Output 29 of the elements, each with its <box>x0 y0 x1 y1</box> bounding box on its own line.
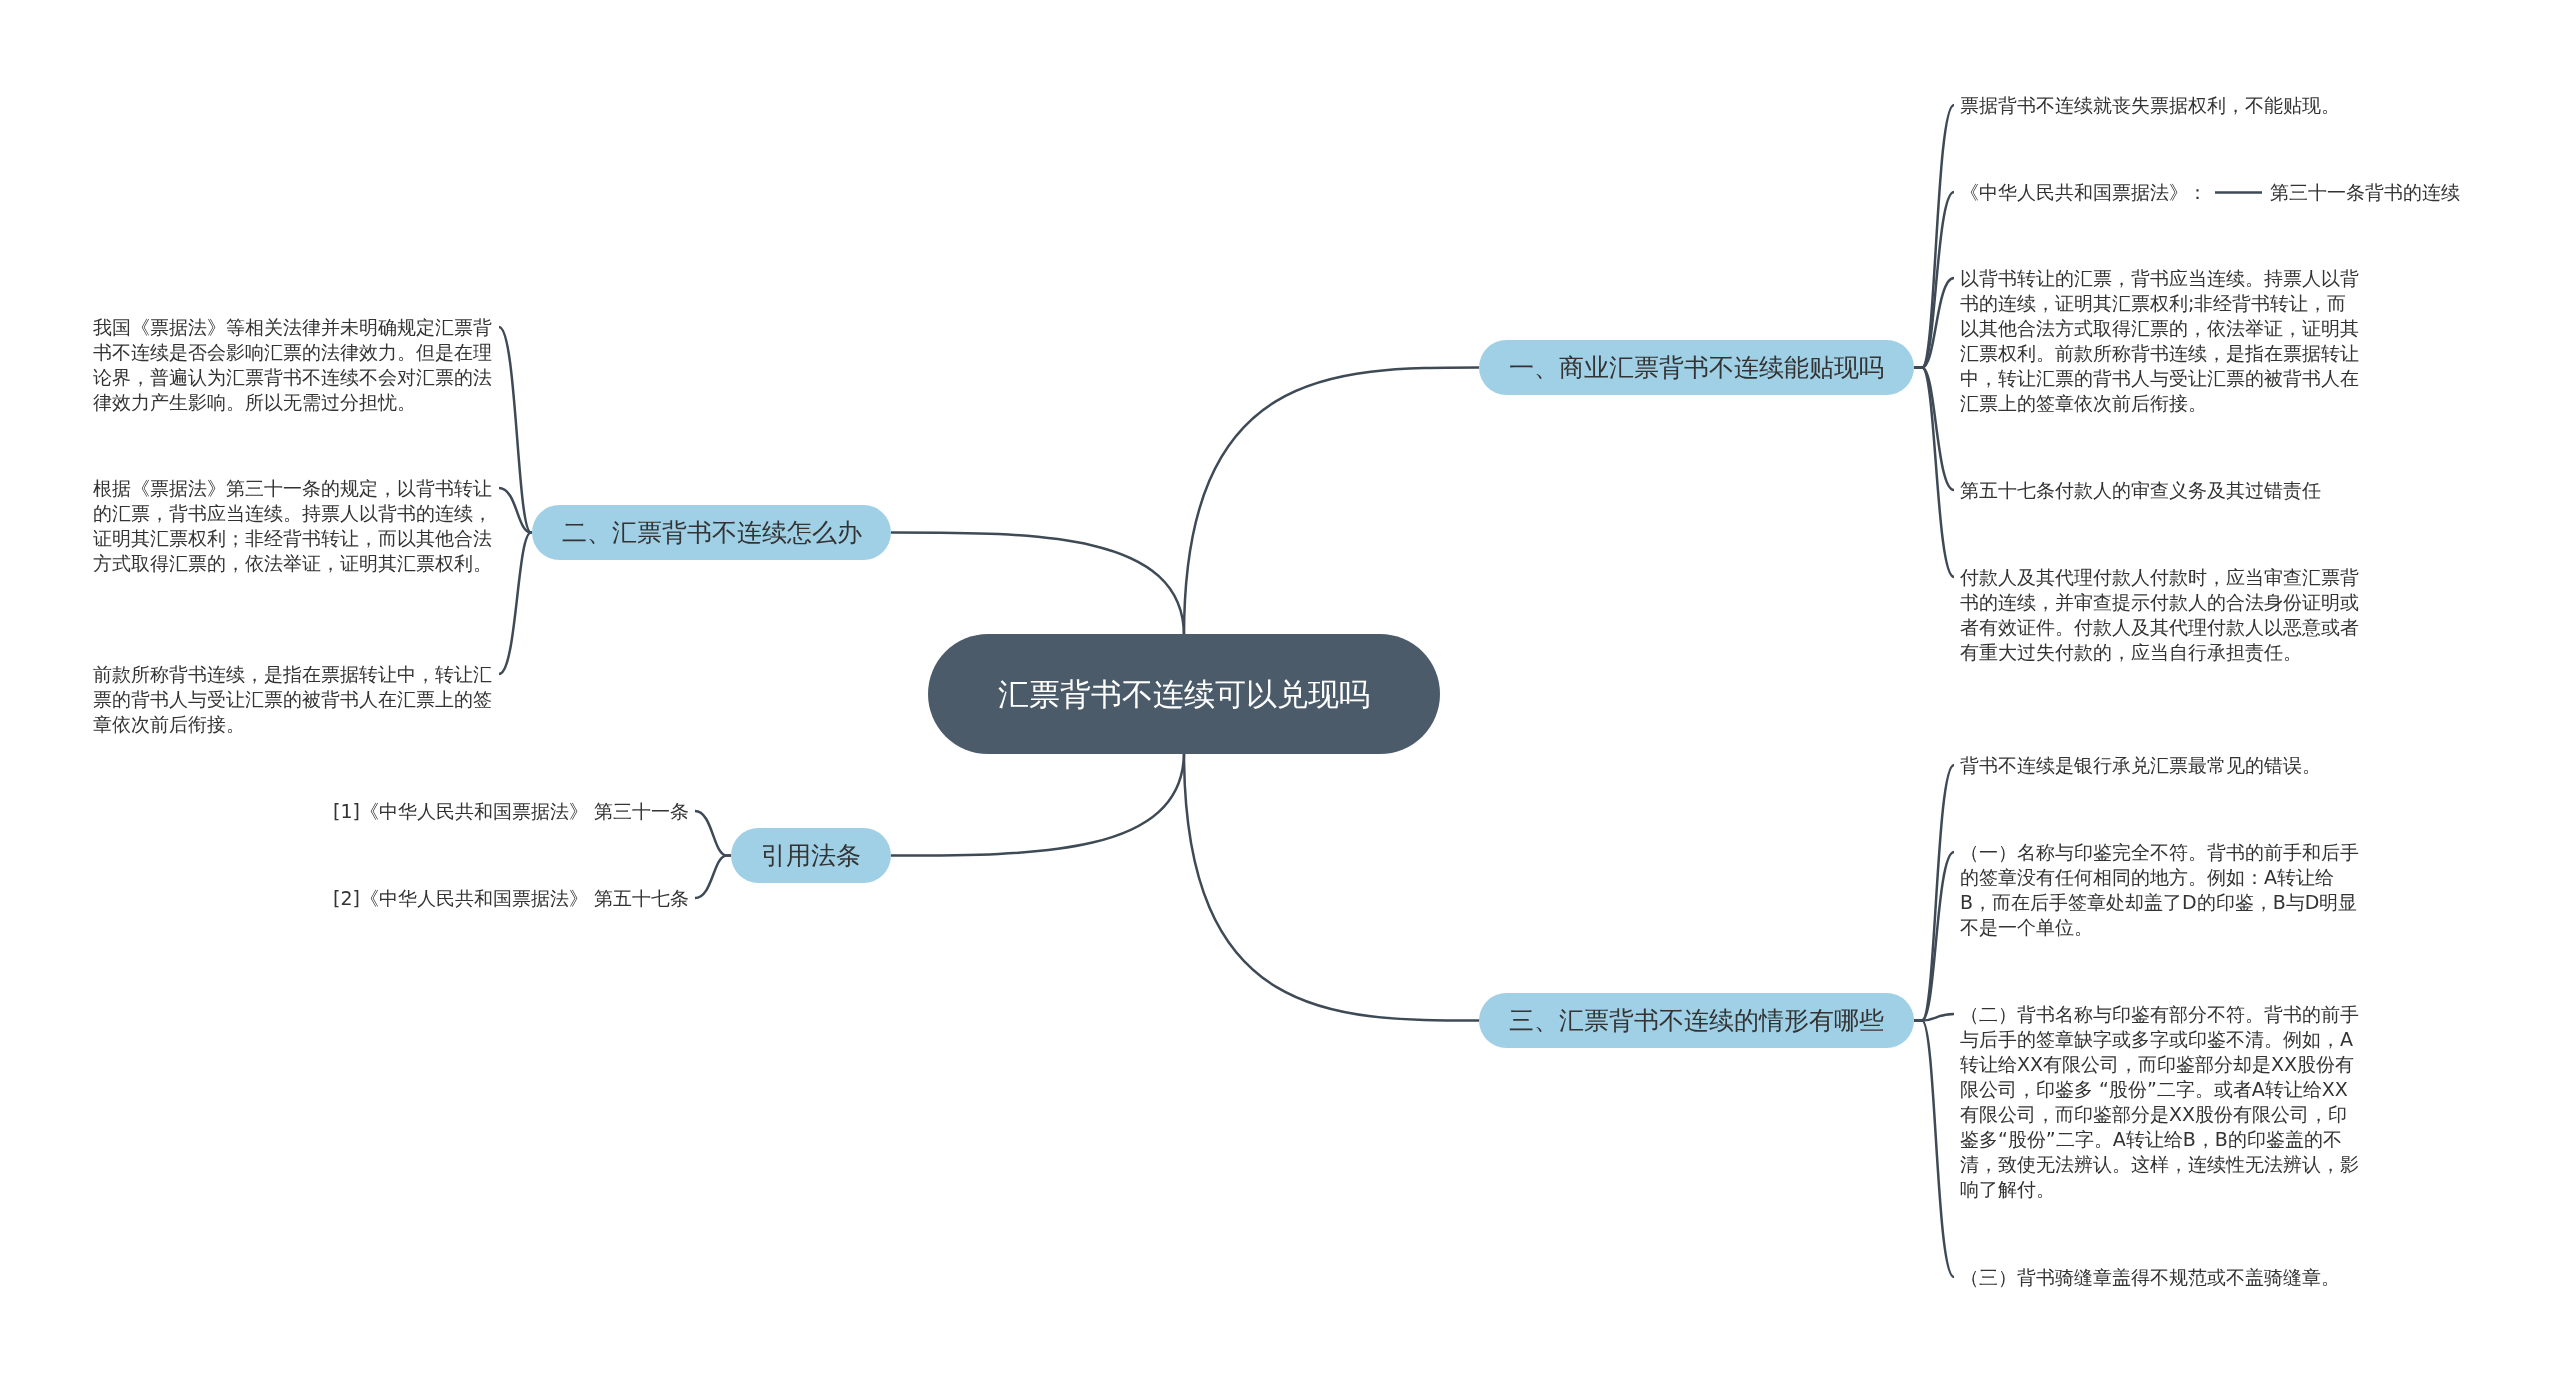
topic-text: 第三十一条背书的连续 <box>2270 180 2460 205</box>
connector-line <box>1914 1019 1955 1278</box>
connector-line <box>498 326 533 534</box>
topic-text: 背书不连续是银行承兑汇票最常见的错误。 <box>1960 753 2321 778</box>
connector-line <box>1914 366 1955 578</box>
topic-text: [2]《中华人民共和国票据法》 第五十七条 <box>333 886 689 911</box>
topic-text: 付款人及其代理付款人付款时，应当审查汇票背书的连续，并审查提示付款人的合法身份证明或者有效证件。付款人及其代理付款人以恶意或者有重大过失付款的，应当自行承担责任。 <box>1960 565 2360 665</box>
connector-line <box>891 531 1186 637</box>
topic-text: 第五十七条付款人的审查义务及其过错责任 <box>1960 478 2321 503</box>
connector-line <box>498 531 533 676</box>
topic-pill: 一、商业汇票背书不连续能贴现吗 <box>1479 340 1914 395</box>
topic-text: 我国《票据法》等相关法律并未明确规定汇票背书不连续是否会影响汇票的法律效力。但是在理论界，普遍认为汇票背书不连续不会对汇票的法律效力产生影响。所以无需过分担忧。 <box>93 315 493 415</box>
connector-line <box>1182 751 1479 1022</box>
connector-line <box>498 486 533 534</box>
topic-text: 《中华人民共和国票据法》： <box>1960 180 2207 205</box>
topic-text: （二）背书名称与印鉴有部分不符。背书的前手与后手的签章缺字或多字或印鉴不清。例如，A转让给XX有限公司，而印鉴部分却是XX股份有限公司，印鉴多 “股份”二字。或者A转让给XX有限公司，而印鉴部分是XX股份有限公司，印鉴多“股份”二字。A转让给B，B的印鉴盖的不清，致使无法辨认。这样，连续性无法辨认，影响了解付。 <box>1960 1002 2360 1202</box>
topic-text: 根据《票据法》第三十一条的规定，以背书转让的汇票，背书应当连续。持票人以背书的连续，证明其汇票权利；非经背书转让，而以其他合法方式取得汇票的，依法举证，证明其汇票权利。 <box>93 476 493 576</box>
topic-text: 以背书转让的汇票，背书应当连续。持票人以背书的连续，证明其汇票权利;非经背书转让，而以其他合法方式取得汇票的，依法举证，证明其汇票权利。前款所称背书连续，是指在票据转让中，转让汇票的背书人与受让汇票的被背书人在汇票上的签章依次前后衔接。 <box>1960 266 2360 416</box>
topic-pill: 二、汇票背书不连续怎么办 <box>532 505 891 560</box>
topic-text: （三）背书骑缝章盖得不规范或不盖骑缝章。 <box>1960 1265 2340 1290</box>
topic-pill: 三、汇票背书不连续的情形有哪些 <box>1479 993 1914 1048</box>
connector-line <box>2215 191 2262 194</box>
topic-pill: 引用法条 <box>731 828 891 883</box>
topic-text: [1]《中华人民共和国票据法》 第三十一条 <box>333 799 689 824</box>
connector-line <box>694 854 731 900</box>
topic-text: 票据背书不连续就丧失票据权利，不能贴现。 <box>1960 93 2340 118</box>
topic-text: 前款所称背书连续，是指在票据转让中，转让汇票的背书人与受让汇票的被背书人在汇票上的签章依次前后衔接。 <box>93 662 493 737</box>
central-topic: 汇票背书不连续可以兑现吗 <box>928 634 1440 754</box>
topic-text: （一）名称与印鉴完全不符。背书的前手和后手的签章没有任何相同的地方。例如：A转让给B，而在后手签章处却盖了D的印鉴，B与D明显不是一个单位。 <box>1960 840 2360 940</box>
